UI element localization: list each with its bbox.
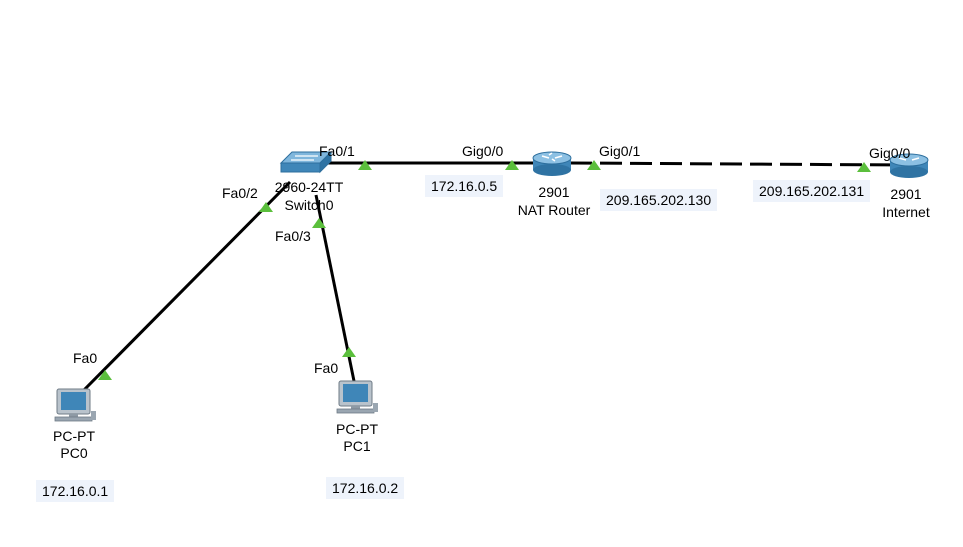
port-label-switch-fa0-2: Fa0/2 (222, 185, 258, 201)
port-label-switch-fa0-3: Fa0/3 (275, 228, 311, 244)
router-icon[interactable] (889, 153, 929, 178)
ip-label-pc0: 172.16.0.1 (36, 480, 115, 502)
device-name-switch0: Switch0 (284, 197, 334, 213)
switch-icon[interactable] (279, 150, 333, 174)
port-label-pc0-fa0: Fa0 (73, 350, 98, 366)
device-model-pc0: PC-PT (53, 428, 95, 444)
device-name-nat-router: NAT Router (517, 202, 591, 218)
ip-label-pc1: 172.16.0.2 (326, 477, 405, 499)
pc-icon[interactable] (336, 380, 378, 414)
link-indicators (98, 160, 871, 380)
link-up-indicator (342, 347, 356, 357)
link-router-internet[interactable] (569, 161, 906, 167)
device-model-pc1: PC-PT (336, 421, 378, 437)
link-up-indicator (259, 202, 273, 212)
port-label-pc1-fa0: Fa0 (314, 360, 339, 376)
pc-icon[interactable] (54, 388, 96, 422)
device-name-pc0: PC0 (60, 445, 88, 461)
device-model-switch0: 2960-24TT (274, 179, 344, 195)
link-up-indicator (312, 218, 326, 228)
device-model-internet: 2901 (890, 186, 922, 202)
link-up-indicator (358, 160, 372, 170)
link-up-indicator (587, 160, 601, 170)
device-name-internet: Internet (882, 204, 930, 220)
ip-label-internet-gig0-0: 209.165.202.131 (753, 180, 871, 202)
device-name-pc1: PC1 (343, 438, 371, 454)
link-up-indicator (857, 162, 871, 172)
ip-label-router-gig0-1: 209.165.202.130 (600, 189, 718, 211)
port-label-switch-fa0-1: Fa0/1 (319, 143, 355, 159)
port-label-router-gig0-0: Gig0/0 (462, 143, 504, 159)
link-up-indicator (98, 370, 112, 380)
router-icon[interactable] (532, 151, 572, 176)
port-label-internet-gig0-0: Gig0/0 (869, 145, 911, 161)
link-up-indicator (505, 160, 519, 170)
device-model-nat-router: 2901 (538, 184, 570, 200)
link-switch-pc0[interactable] (80, 180, 292, 394)
port-label-router-gig0-1: Gig0/1 (599, 143, 641, 159)
ip-label-router-gig0-0: 172.16.0.5 (425, 175, 504, 197)
